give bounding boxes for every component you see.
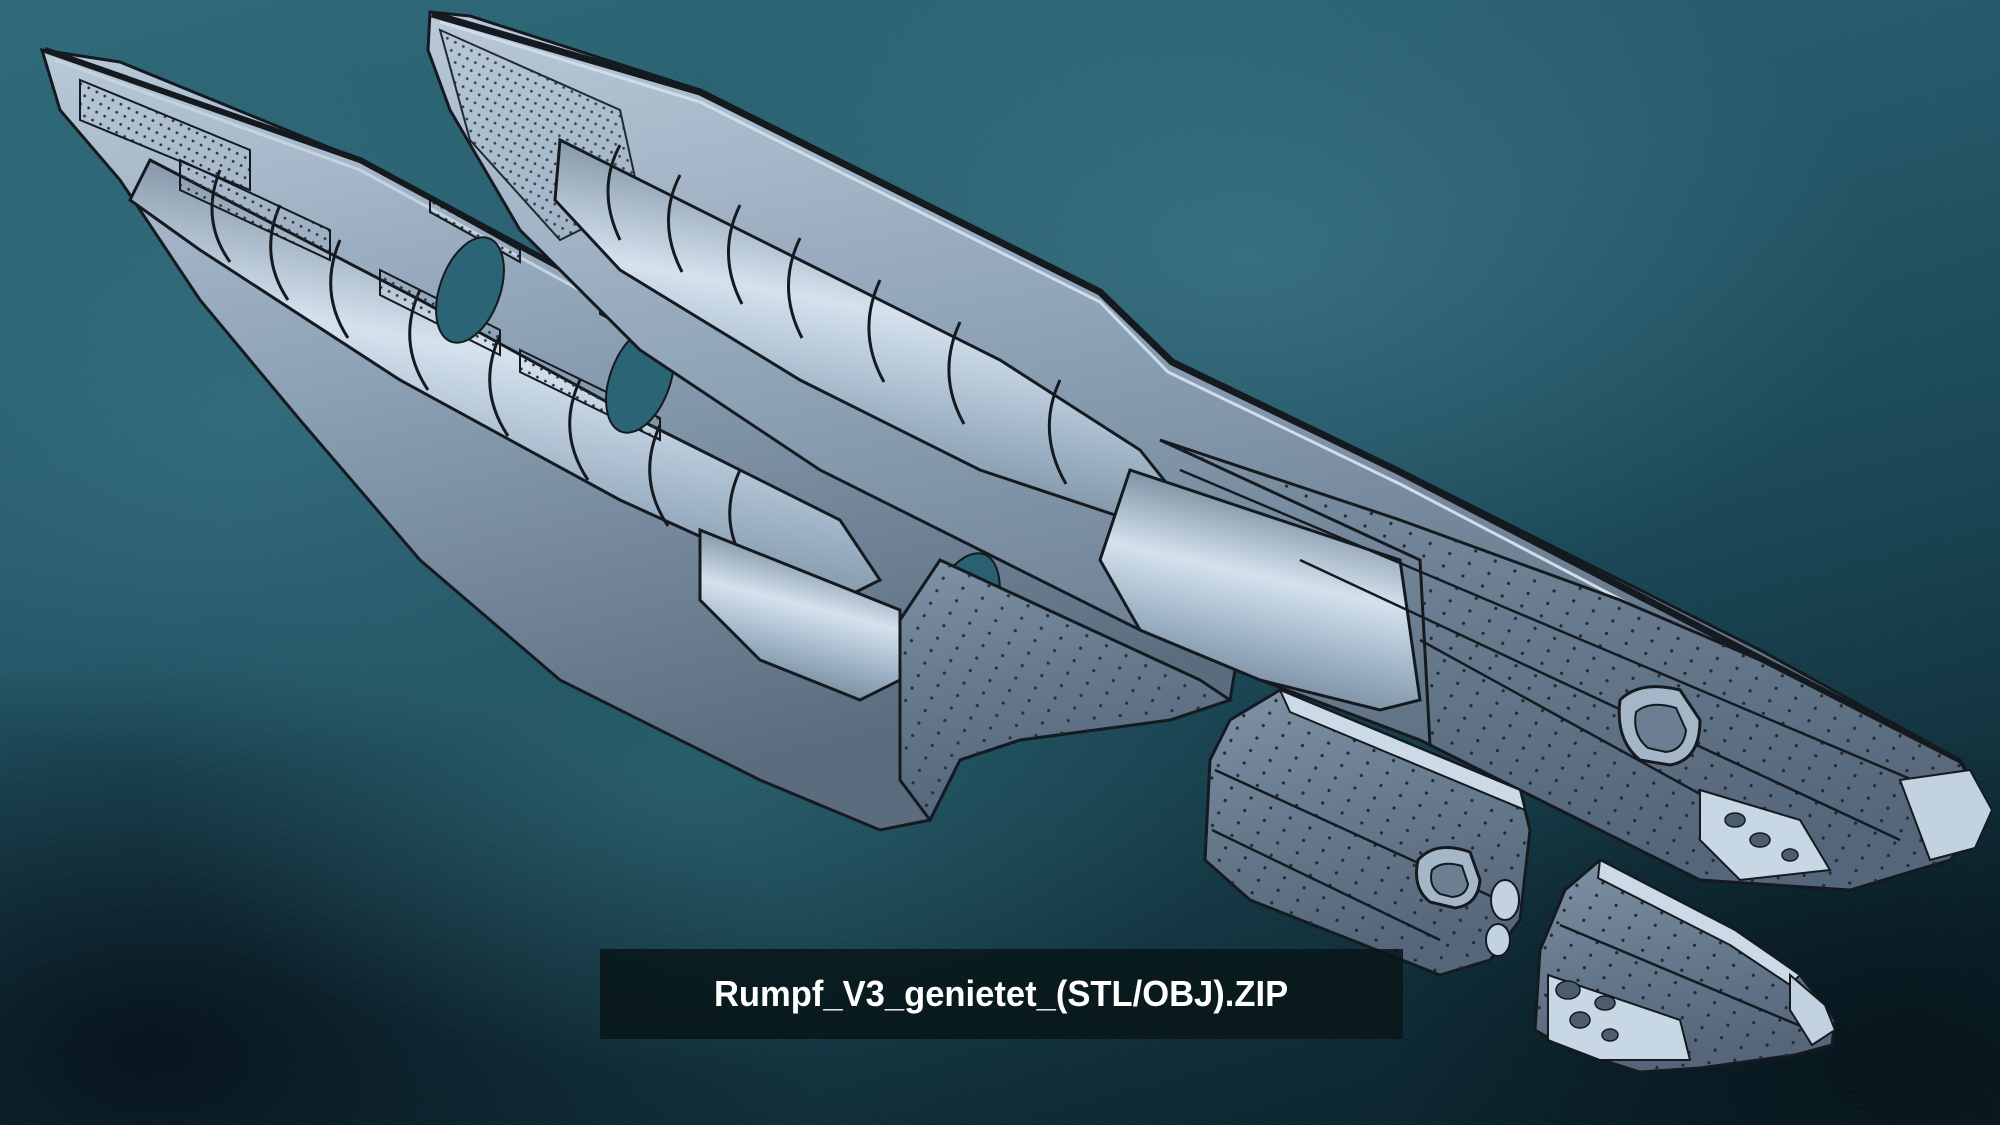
caption-banner: Rumpf_V3_genietet_(STL/OBJ).ZIP	[600, 949, 1403, 1039]
right-hull-half	[426, 10, 1994, 892]
nose-section	[1533, 858, 1837, 1074]
mid-section	[1203, 688, 1532, 977]
caption-filename: Rumpf_V3_genietet_(STL/OBJ).ZIP	[714, 973, 1289, 1014]
